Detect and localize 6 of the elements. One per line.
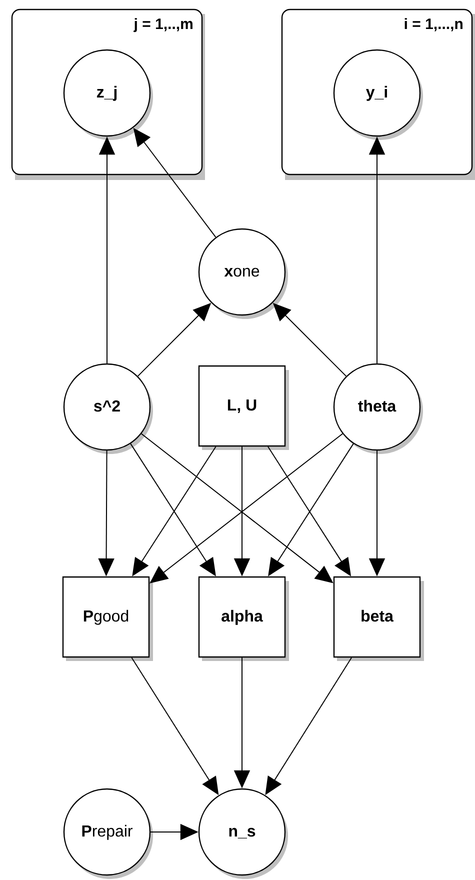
node-label: n_s bbox=[229, 828, 256, 838]
variable-box: L, U bbox=[198, 365, 286, 447]
variable-box: alpha bbox=[198, 576, 286, 658]
variable-box: Pgood bbox=[62, 576, 150, 658]
node-label: Prepair bbox=[82, 824, 133, 840]
variable-box: beta bbox=[333, 576, 421, 658]
